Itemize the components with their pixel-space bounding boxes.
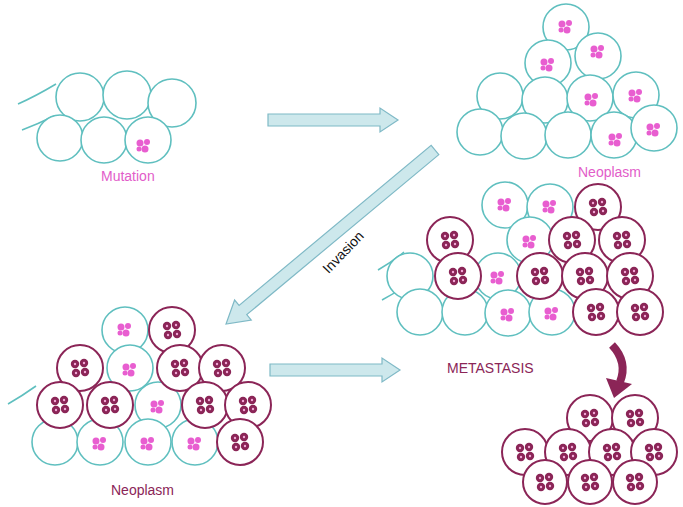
cell-cluster [8, 307, 271, 465]
block-arrow [268, 108, 398, 132]
stage-label: Neoplasm [578, 164, 641, 180]
cell-cluster [502, 395, 677, 504]
cell-cluster [378, 182, 663, 336]
block-arrow [270, 358, 400, 382]
invasion-arrow [218, 140, 444, 334]
metastasis-arrow [606, 345, 632, 398]
stage-label: Neoplasm [111, 482, 174, 498]
cell-cluster [18, 71, 196, 163]
stage-label: Mutation [101, 168, 155, 184]
stage-label: METASTASIS [447, 360, 534, 376]
cell-cluster [457, 4, 677, 159]
